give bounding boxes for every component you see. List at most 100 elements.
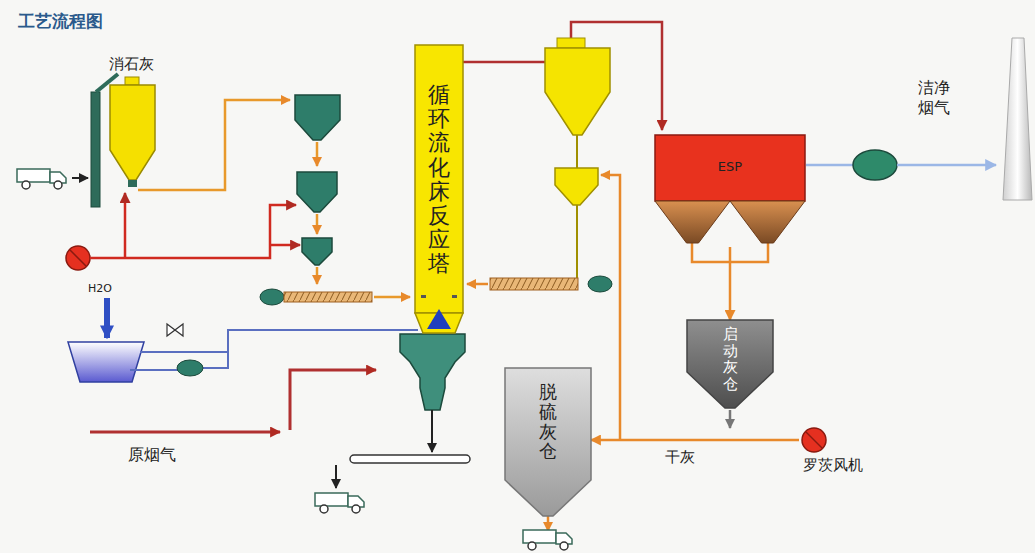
lime-feed-truck xyxy=(17,169,88,189)
raw-flue-gas-line-part xyxy=(90,431,280,434)
dry-ash-branch xyxy=(601,175,620,440)
esp-box: ESP xyxy=(655,135,805,247)
lime-line-part xyxy=(316,142,319,166)
cyclone-part xyxy=(463,61,545,64)
clean-gas-line-part xyxy=(806,164,853,167)
cyclone-part xyxy=(576,135,578,168)
diagram-title: 工艺流程图 xyxy=(18,10,103,33)
reactor-tower: 循环流化床反应塔 xyxy=(415,45,463,333)
lime-feed-truck-part xyxy=(72,177,88,179)
roots-blower-outline-part xyxy=(802,428,826,452)
lime-line-part xyxy=(374,296,410,299)
return-conveyor xyxy=(467,276,612,292)
startup-ash-silo-outline xyxy=(687,320,773,408)
air-line-part xyxy=(90,205,296,258)
reactor-tower-outline-part xyxy=(452,295,457,298)
node-label: ESP xyxy=(718,159,742,174)
raw-flue-gas-label: 原烟气 xyxy=(128,445,176,465)
water-system-part xyxy=(167,324,183,336)
screw-conveyor xyxy=(260,289,372,305)
esp-ash-lines-part xyxy=(523,530,572,550)
desulfurization-ash-silo: 脱硫灰仓 xyxy=(505,368,591,518)
lime-line xyxy=(138,100,410,297)
tower-bottom xyxy=(315,334,470,513)
node-label: 启动灰仓 xyxy=(723,326,738,392)
clean-gas-line-part xyxy=(853,150,897,180)
flow-label: 干灰 xyxy=(665,448,695,467)
esp-box-outline-part xyxy=(655,201,730,243)
lime-line-part xyxy=(316,267,319,284)
raw-flue-gas-line xyxy=(90,370,376,432)
node-label: 循环流化床反应塔 xyxy=(428,83,450,277)
tower-bottom-part xyxy=(315,493,364,513)
water-label: H2O xyxy=(88,282,112,296)
roots-blower: 罗茨风机 xyxy=(799,426,867,475)
dosing-hoppers xyxy=(295,95,340,265)
tower-bottom-part xyxy=(400,334,465,410)
cyclone-part xyxy=(545,48,610,135)
reactor-tower-outline xyxy=(415,45,463,333)
desulfurization-ash-silo-outline-part xyxy=(505,368,591,516)
air-line xyxy=(90,193,300,258)
reactor-tower-outline-part xyxy=(421,295,426,298)
cyclone-part xyxy=(555,168,598,205)
tower-bottom-part xyxy=(335,465,337,488)
screw-conveyor-part xyxy=(260,289,284,305)
lime-blower-part xyxy=(70,250,86,266)
lime-silo-outline-part xyxy=(110,85,155,180)
roots-blower-outline-part xyxy=(806,432,822,448)
startup-ash-silo-outline-part xyxy=(687,320,773,408)
clean-gas-label: 洁净 烟气 xyxy=(918,78,955,118)
return-conveyor-part xyxy=(467,283,488,286)
flow-arrow xyxy=(729,247,732,320)
cyclone-part xyxy=(557,38,585,48)
return-conveyor-part xyxy=(588,276,612,292)
flow-arrow xyxy=(591,439,799,442)
water-system-part xyxy=(104,298,110,338)
clean-gas-line xyxy=(806,38,1032,200)
lime-silo-outline-part xyxy=(128,180,137,187)
lime-line-part xyxy=(138,100,290,190)
dosing-hoppers-part xyxy=(297,172,337,212)
clean-gas-line-part xyxy=(897,164,996,167)
esp-box-shape xyxy=(655,135,805,247)
lime-blower-part xyxy=(66,246,90,270)
tower-bottom-part xyxy=(350,455,470,463)
lime-line-part xyxy=(316,214,319,234)
esp-box-outline-part xyxy=(655,135,805,201)
dosing-hoppers-part xyxy=(295,95,340,140)
esp-ash-lines-part xyxy=(729,410,732,428)
cyclone xyxy=(463,22,662,278)
bucket-elevator-part xyxy=(91,92,100,207)
esp-box-outline-part xyxy=(730,201,805,243)
cyclone-part xyxy=(576,205,578,278)
screw-conveyor-part xyxy=(284,292,372,302)
lime-silo-outline xyxy=(110,77,155,187)
lime-silo-outline-part xyxy=(125,77,139,85)
water-system-part xyxy=(177,360,203,376)
esp-box-outline xyxy=(655,135,805,243)
water-system-part xyxy=(68,342,144,382)
clean-gas-line-part xyxy=(1003,38,1032,200)
lime-feed-truck-part xyxy=(17,169,66,189)
roots-blower-outline xyxy=(802,428,826,452)
reactor-tower-outline-part xyxy=(415,45,463,313)
startup-ash-silo: 启动灰仓 xyxy=(687,320,773,410)
node-label: 罗茨风机 xyxy=(803,456,863,475)
return-conveyor-part xyxy=(490,278,578,290)
reactor-tower-outline-part xyxy=(427,309,451,329)
lime-blower xyxy=(66,246,90,270)
dry-ash-branch-part xyxy=(601,175,620,440)
raw-flue-gas-line-part xyxy=(290,370,376,430)
lime-silo: 消石灰 xyxy=(95,55,167,190)
desulfurization-ash-silo-outline xyxy=(505,368,591,516)
tower-bottom-part xyxy=(431,410,433,452)
node-label: 消石灰 xyxy=(109,55,154,74)
air-line-part xyxy=(270,244,300,247)
dosing-hoppers-part xyxy=(302,238,332,265)
air-line-part xyxy=(124,193,127,258)
lime-silo-shape xyxy=(95,55,167,190)
node-label: 脱硫灰仓 xyxy=(539,382,557,461)
